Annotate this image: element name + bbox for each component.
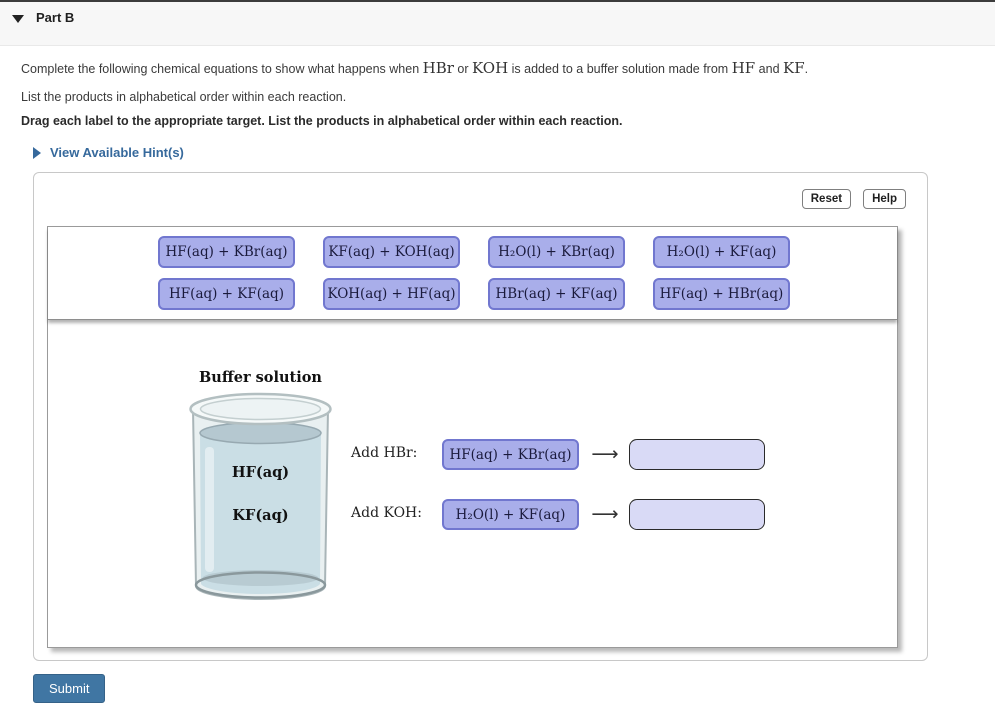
drop-target-hbr[interactable] [629,439,765,470]
view-hints-link[interactable]: View Available Hint(s) [33,145,184,160]
beaker-image: HF(aq) KF(aq) [188,392,333,604]
hint-triangle-icon [33,146,41,159]
label-bin: HF(aq) + KBr(aq) KF(aq) + KOH(aq) H₂O(l)… [48,227,897,320]
part-header: Part B [0,0,995,46]
reaction-arrow-icon: ⟶ [591,443,619,465]
drag-label[interactable]: HF(aq) + KF(aq) [158,278,295,310]
help-button[interactable]: Help [863,189,906,209]
drag-label[interactable]: H₂O(l) + KBr(aq) [488,236,625,268]
toolbar: Reset Help [801,189,906,209]
placed-label-hbr[interactable]: HF(aq) + KBr(aq) [442,439,579,470]
hint-link-label: View Available Hint(s) [50,145,184,160]
drag-label[interactable]: HF(aq) + HBr(aq) [653,278,790,310]
drag-label[interactable]: HBr(aq) + KF(aq) [488,278,625,310]
beaker-label-kf: KF(aq) [232,507,289,524]
instruction-line-3: Drag each label to the appropriate targe… [21,114,623,128]
instruction-line-1: Complete the following chemical equation… [21,59,809,77]
drop-target-koh[interactable] [629,499,765,530]
submit-button[interactable]: Submit [33,674,106,703]
drag-label[interactable]: KOH(aq) + HF(aq) [323,278,460,310]
beaker-label-hf: HF(aq) [231,464,290,481]
drag-label[interactable]: KF(aq) + KOH(aq) [323,236,460,268]
add-hbr-label: Add HBr: [351,445,418,461]
reset-button[interactable]: Reset [801,189,852,209]
part-title: Part B [36,10,75,25]
reaction-arrow-icon: ⟶ [591,503,619,525]
drag-drop-panel: HF(aq) + KBr(aq) KF(aq) + KOH(aq) H₂O(l)… [47,226,898,648]
drag-label[interactable]: HF(aq) + KBr(aq) [158,236,295,268]
collapse-icon[interactable] [12,15,24,23]
placed-label-koh[interactable]: H₂O(l) + KF(aq) [442,499,579,530]
beaker-graphic [189,392,332,600]
add-koh-label: Add KOH: [351,505,422,521]
activity-box: Reset Help HF(aq) + KBr(aq) KF(aq) + KOH… [33,172,928,661]
buffer-solution-title: Buffer solution [199,369,322,386]
drag-label[interactable]: H₂O(l) + KF(aq) [653,236,790,268]
instruction-line-2: List the products in alphabetical order … [21,90,347,104]
